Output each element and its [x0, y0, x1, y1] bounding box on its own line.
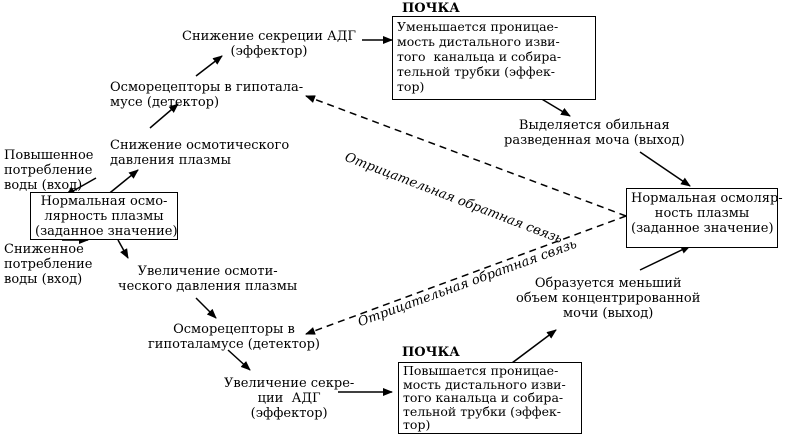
adh-increase-label: Увеличение секре- ции АДГ (эффектор) — [224, 376, 355, 421]
feedback-line-top — [305, 95, 627, 217]
arrow-osmoreceptors-to-adh — [195, 55, 223, 77]
osmoreceptors-top: Осморецепторы в гипотала- мусе (детектор… — [110, 80, 304, 110]
kidney-box-top: Уменьшается проницае- мость дистального … — [392, 16, 596, 100]
kidney-label-bottom: ПОЧКА — [402, 345, 460, 360]
feedback-line-bottom — [305, 215, 627, 335]
norm-box-right-text: Нормальная осмоляр- ность плазмы (заданн… — [631, 191, 783, 236]
arrow-concentrated-to-norm — [639, 245, 691, 271]
osm-pressure-up: Увеличение осмоти- ческого давления плаз… — [118, 264, 298, 294]
kidney-box-top-text: Уменьшается проницае- мость дистального … — [397, 19, 562, 94]
arrow-osmoreceptors-to-adh-up — [227, 349, 251, 371]
increased-intake: Повышенное потребление воды (вход) — [4, 148, 94, 193]
osm-pressure-down: Снижение осмотического давления плазмы — [110, 138, 290, 168]
urine-abundant: Выделяется обильная разведенная моча (вы… — [504, 118, 685, 148]
kidney-box-bottom: Повышается проницае- мость дистального и… — [398, 362, 582, 434]
arrow-osm-up-to-osmoreceptors — [195, 297, 217, 319]
arrow-kidney-to-urine — [539, 97, 571, 117]
arrow-osm-down-to-osmoreceptors — [149, 103, 179, 129]
urine-concentrated: Образуется меньший объем концентрированн… — [516, 276, 701, 321]
arrow-norm-to-osm-down — [105, 169, 139, 197]
kidney-label-top: ПОЧКА — [402, 1, 460, 16]
kidney-box-bottom-text: Повышается проницае- мость дистального и… — [403, 363, 566, 432]
adh-decrease-label: Снижение секреции АДГ (эффектор) — [182, 29, 357, 59]
arrow-norm-to-osm-up — [117, 239, 129, 259]
arrow-urine-to-norm — [639, 151, 691, 187]
norm-box-left-text: Нормальная осмо- лярность плазмы (заданн… — [35, 194, 178, 239]
osmoreceptors-bottom: Осморецепторы в гипоталамусе (детектор) — [148, 322, 320, 352]
norm-box-left: Нормальная осмо- лярность плазмы (заданн… — [30, 192, 178, 240]
decreased-intake: Сниженное потребление воды (вход) — [4, 242, 93, 287]
norm-box-right: Нормальная осмоляр- ность плазмы (заданн… — [626, 188, 783, 248]
